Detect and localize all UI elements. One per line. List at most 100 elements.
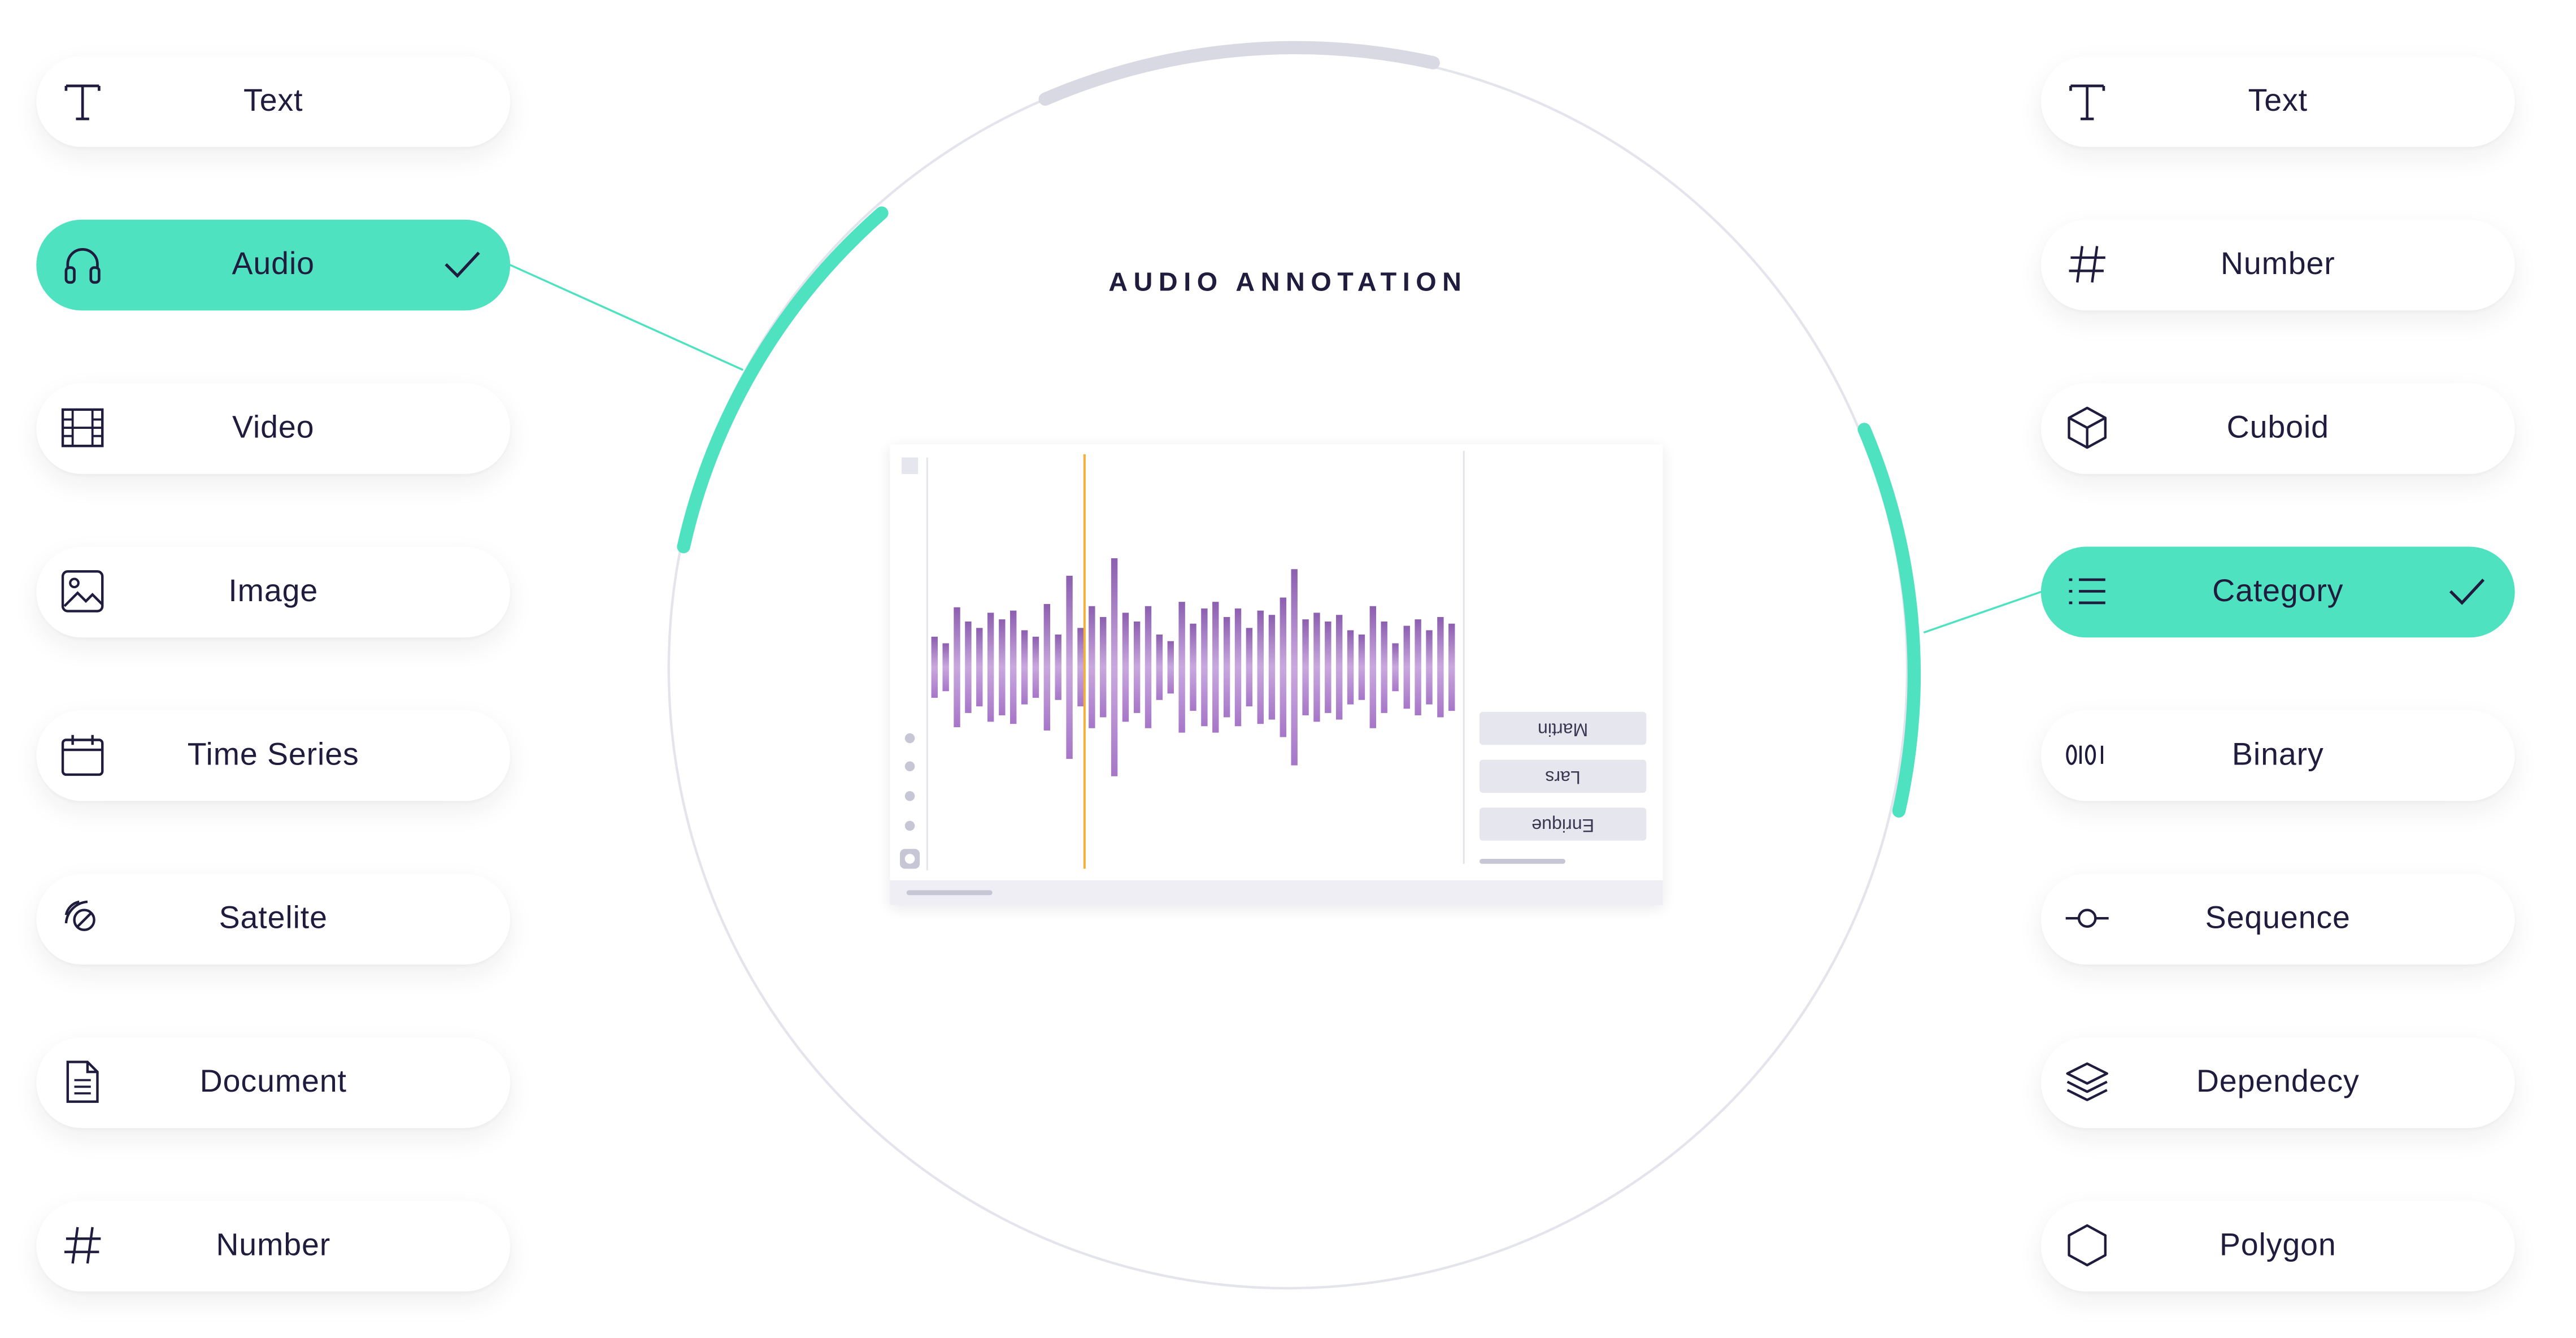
waveform-bar [942, 643, 949, 692]
hash-icon [59, 1222, 106, 1269]
waveform-bar [1392, 643, 1399, 692]
data-type-label: Document [199, 1064, 347, 1100]
waveform-bar [1257, 610, 1264, 724]
panel-footer [890, 880, 1663, 905]
waveform-bar [1302, 619, 1309, 715]
timeline-scrollbar[interactable] [906, 890, 993, 896]
waveform-bar [1313, 612, 1320, 722]
data-type-text-pill[interactable]: Text [36, 56, 511, 147]
ring-left-arc [677, 206, 889, 554]
data-type-number-pill[interactable]: Number [36, 1201, 511, 1292]
data-type-label: Text [243, 83, 303, 118]
waveform-bar [1415, 619, 1421, 715]
data-type-audio-pill[interactable]: Audio [36, 219, 511, 311]
waveform-bar [1448, 623, 1455, 711]
sequence-icon [2064, 895, 2111, 941]
waveform-bar [1347, 630, 1354, 705]
label-type-label: Binary [2231, 737, 2324, 772]
waveform-bar [1381, 621, 1387, 713]
tool-settings-icon[interactable] [900, 849, 920, 869]
data-type-label: Number [216, 1228, 331, 1263]
tool-dot[interactable] [904, 791, 915, 801]
waveform-bar [1043, 603, 1051, 731]
checkmark-icon [445, 251, 480, 278]
label-type-text-pill[interactable]: Text [2040, 56, 2515, 147]
binary-icon [2064, 732, 2111, 778]
speaker-label-enrique[interactable]: Enrique [1480, 807, 1647, 841]
waveform-bar [1100, 617, 1107, 718]
sidebar-scrollbar[interactable] [1480, 858, 1566, 864]
section-title: AUDIO ANNOTATION [1108, 269, 1468, 298]
waveform-bar [1133, 621, 1141, 713]
speaker-label-lars[interactable]: Lars [1480, 759, 1647, 793]
data-type-image-pill[interactable]: Image [36, 546, 511, 638]
label-type-label: Sequence [2205, 901, 2351, 936]
text-icon [2064, 77, 2111, 124]
ring-top-arc [1038, 41, 1440, 106]
waveform-bar [1246, 628, 1253, 707]
waveform-bar [1111, 558, 1118, 776]
waveform-bar [965, 621, 972, 713]
label-type-number-pill[interactable]: Number [2040, 219, 2515, 311]
list-icon [2064, 568, 2111, 615]
checkmark-icon [2449, 579, 2485, 605]
cube-icon [2064, 405, 2111, 451]
tool-dot[interactable] [904, 761, 915, 772]
label-type-label: Number [2220, 246, 2335, 282]
data-type-label: Audio [232, 246, 315, 282]
hexagon-icon [2064, 1222, 2111, 1269]
text-icon [59, 77, 106, 124]
headphones-icon [59, 241, 106, 288]
label-type-binary-pill[interactable]: Binary [2040, 710, 2515, 801]
label-type-label: Text [2248, 83, 2308, 118]
waveform-bar [1335, 615, 1343, 720]
tool-dot[interactable] [904, 820, 915, 831]
waveform-bar [1089, 606, 1095, 728]
data-type-document-pill[interactable]: Document [36, 1037, 511, 1128]
waveform-bar [1291, 569, 1298, 766]
waveform-bar [1178, 602, 1185, 733]
waveform-bar [1190, 623, 1196, 711]
data-type-label: Image [228, 574, 319, 609]
speaker-label-martin[interactable]: Martin [1480, 711, 1647, 745]
waveform-bar [1167, 641, 1174, 694]
calendar-icon [59, 732, 106, 778]
ring-right-arc [1857, 423, 1921, 818]
connector-right [1923, 588, 2048, 634]
waveform-bar [1325, 621, 1331, 713]
tool-square[interactable] [901, 457, 919, 474]
data-type-label: Satelite [219, 901, 328, 936]
label-type-category-pill[interactable]: Category [2040, 546, 2515, 638]
sidebar-divider [1463, 450, 1465, 864]
waveform-bar [1268, 615, 1276, 720]
hash-icon [2064, 241, 2111, 288]
label-type-cuboid-pill[interactable]: Cuboid [2040, 383, 2515, 474]
label-type-sequence-pill[interactable]: Sequence [2040, 874, 2515, 965]
waveform-bar [1021, 630, 1028, 705]
waveform-bar [1201, 608, 1208, 727]
waveform-bar [954, 607, 960, 727]
waveform-bar [1156, 635, 1163, 700]
label-type-polygon-pill[interactable]: Polygon [2040, 1201, 2515, 1292]
waveform-bar [1369, 606, 1377, 728]
waveform-bar [1426, 630, 1433, 705]
tool-dot[interactable] [904, 733, 915, 744]
waveform-bar [999, 619, 1006, 715]
label-type-label: Cuboid [2226, 410, 2329, 445]
data-type-time-series-pill[interactable]: Time Series [36, 710, 511, 801]
image-icon [59, 568, 106, 615]
waveform-bar [1223, 617, 1230, 718]
waveform-bar [1437, 617, 1444, 718]
label-type-dependecy-pill[interactable]: Dependecy [2040, 1037, 2515, 1128]
audio-annotation-preview: Martin Lars Enrique [890, 444, 1663, 905]
data-type-satelite-pill[interactable]: Satelite [36, 874, 511, 965]
connector-left [508, 263, 744, 371]
waveform-bar [1280, 597, 1287, 737]
document-icon [59, 1059, 106, 1105]
waveform-bar [1234, 608, 1242, 727]
data-type-video-pill[interactable]: Video [36, 383, 511, 474]
label-type-label: Dependecy [2196, 1064, 2360, 1100]
label-type-label: Polygon [2219, 1228, 2336, 1263]
